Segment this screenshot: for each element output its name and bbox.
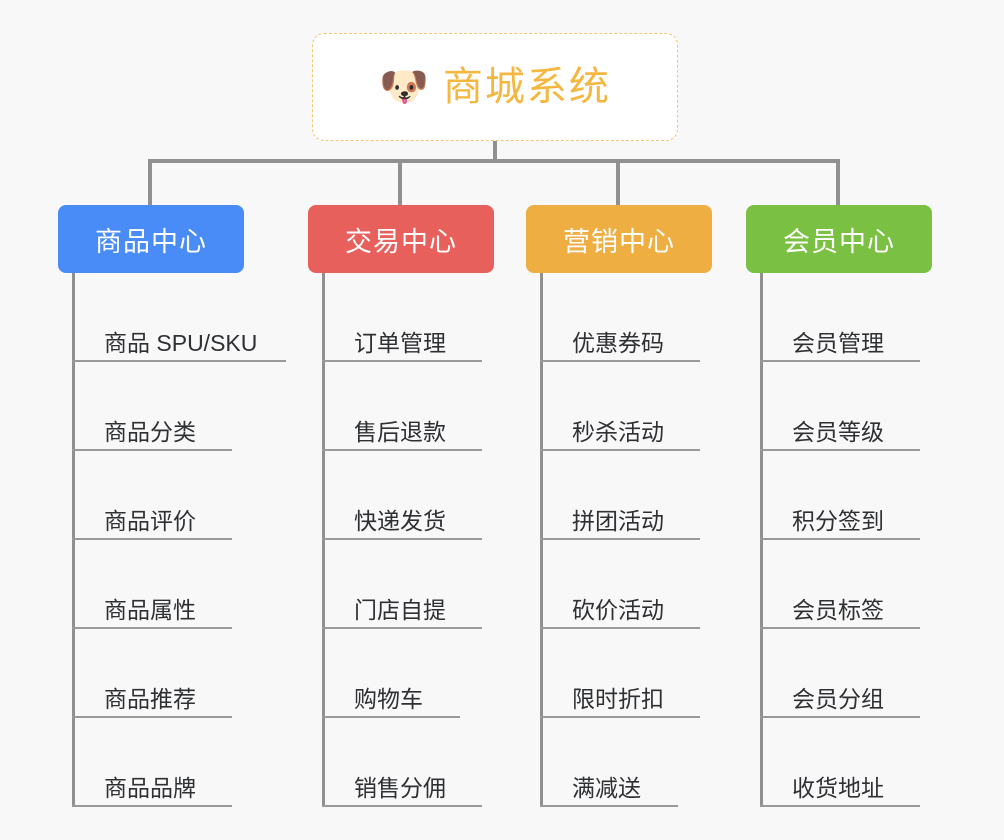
leaf-label: 优惠券码	[572, 329, 664, 356]
leaf-underline	[72, 805, 232, 807]
leaf-underline	[72, 627, 232, 629]
leaf-underline	[540, 449, 700, 451]
branch-header-label: 营销中心	[563, 226, 675, 257]
leaf-label: 门店自提	[354, 596, 446, 623]
shiba-dog-emoji: 🐶	[379, 65, 429, 109]
leaf-label: 商品分类	[104, 418, 196, 445]
leaf-underline	[322, 449, 482, 451]
leaf-item[interactable]: 商品推荐	[72, 629, 244, 718]
leaf-label: 快递发货	[354, 507, 446, 534]
leaf-list-product-center: 商品 SPU/SKU 商品分类 商品评价 商品属性 商品推荐 商品品牌	[72, 273, 286, 807]
branch-header-label: 交易中心	[345, 226, 457, 257]
leaf-item[interactable]: 销售分佣	[322, 718, 494, 807]
leaf-item[interactable]: 购物车	[322, 629, 494, 718]
leaf-underline	[72, 449, 232, 451]
leaf-item[interactable]: 满减送	[540, 718, 712, 807]
branch-header-marketing-center[interactable]: 营销中心	[526, 205, 712, 273]
leaf-list-marketing-center: 优惠券码 秒杀活动 拼团活动 砍价活动 限时折扣 满减送	[540, 273, 712, 807]
leaf-label: 订单管理	[354, 329, 446, 356]
leaf-underline	[540, 805, 678, 807]
leaf-label: 会员等级	[792, 418, 884, 445]
branch-marketing-center: 营销中心 优惠券码 秒杀活动 拼团活动 砍价活动 限时折扣	[526, 205, 712, 807]
leaf-list-member-center: 会员管理 会员等级 积分签到 会员标签 会员分组 收货地址	[760, 273, 932, 807]
branch-header-trade-center[interactable]: 交易中心	[308, 205, 494, 273]
connector-root-stem	[493, 141, 497, 161]
leaf-label: 商品品牌	[104, 774, 196, 801]
leaf-underline	[760, 716, 920, 718]
leaf-item[interactable]: 砍价活动	[540, 540, 712, 629]
leaf-label: 销售分佣	[354, 774, 446, 801]
connector-drop-trade-center	[398, 159, 402, 207]
leaf-label: 商品属性	[104, 596, 196, 623]
leaf-underline	[322, 716, 460, 718]
leaf-item[interactable]: 商品品牌	[72, 718, 244, 807]
branch-header-product-center[interactable]: 商品中心	[58, 205, 244, 273]
root-node-label: 商城系统	[442, 65, 611, 109]
leaf-label: 拼团活动	[572, 507, 664, 534]
leaf-item[interactable]: 快递发货	[322, 451, 494, 540]
leaf-list-trade-center: 订单管理 售后退款 快递发货 门店自提 购物车 销售分佣	[322, 273, 494, 807]
leaf-item[interactable]: 商品属性	[72, 540, 244, 629]
leaf-label: 商品评价	[104, 507, 196, 534]
leaf-underline	[540, 538, 700, 540]
leaf-label: 商品 SPU/SKU	[104, 329, 258, 356]
leaf-label: 会员标签	[792, 596, 884, 623]
leaf-item[interactable]: 积分签到	[760, 451, 932, 540]
leaf-label: 售后退款	[354, 418, 446, 445]
leaf-underline	[540, 360, 700, 362]
leaf-item[interactable]: 拼团活动	[540, 451, 712, 540]
connector-horizontal-bus	[148, 159, 840, 163]
leaf-item[interactable]: 会员等级	[760, 362, 932, 451]
leaf-label: 秒杀活动	[572, 418, 664, 445]
leaf-label: 砍价活动	[572, 596, 664, 623]
leaf-underline	[72, 716, 232, 718]
leaf-underline	[72, 538, 232, 540]
branch-header-label: 会员中心	[783, 226, 895, 257]
connector-drop-product-center	[148, 159, 152, 207]
leaf-item[interactable]: 订单管理	[322, 273, 494, 362]
leaf-item[interactable]: 会员标签	[760, 540, 932, 629]
branch-header-label: 商品中心	[95, 226, 207, 257]
leaf-underline	[322, 805, 482, 807]
leaf-underline	[760, 627, 920, 629]
root-node-mall-system[interactable]: 🐶 商城系统	[312, 33, 678, 141]
leaf-underline	[760, 360, 920, 362]
leaf-item[interactable]: 商品评价	[72, 451, 244, 540]
leaf-item[interactable]: 商品 SPU/SKU	[72, 273, 286, 362]
leaf-label: 会员管理	[792, 329, 884, 356]
branch-member-center: 会员中心 会员管理 会员等级 积分签到 会员标签 会员分组	[746, 205, 932, 807]
leaf-underline	[322, 627, 482, 629]
branch-trade-center: 交易中心 订单管理 售后退款 快递发货 门店自提 购物车	[308, 205, 494, 807]
leaf-item[interactable]: 会员分组	[760, 629, 932, 718]
leaf-underline	[72, 360, 286, 362]
leaf-underline	[760, 538, 920, 540]
connector-drop-member-center	[836, 159, 840, 207]
leaf-label: 购物车	[354, 685, 423, 712]
branch-product-center: 商品中心 商品 SPU/SKU 商品分类 商品评价 商品属性 商品推荐	[58, 205, 286, 807]
leaf-item[interactable]: 售后退款	[322, 362, 494, 451]
leaf-item[interactable]: 限时折扣	[540, 629, 712, 718]
leaf-item[interactable]: 优惠券码	[540, 273, 712, 362]
leaf-item[interactable]: 收货地址	[760, 718, 932, 807]
leaf-item[interactable]: 商品分类	[72, 362, 244, 451]
leaf-label: 会员分组	[792, 685, 884, 712]
leaf-label: 商品推荐	[104, 685, 196, 712]
leaf-item[interactable]: 秒杀活动	[540, 362, 712, 451]
leaf-label: 收货地址	[792, 774, 884, 801]
connector-drop-marketing-center	[616, 159, 620, 207]
leaf-underline	[540, 627, 700, 629]
leaf-underline	[540, 716, 700, 718]
leaf-underline	[322, 538, 482, 540]
leaf-item[interactable]: 会员管理	[760, 273, 932, 362]
leaf-item[interactable]: 门店自提	[322, 540, 494, 629]
leaf-label: 满减送	[572, 774, 641, 801]
leaf-underline	[322, 360, 482, 362]
branch-header-member-center[interactable]: 会员中心	[746, 205, 932, 273]
leaf-label: 限时折扣	[572, 685, 664, 712]
leaf-label: 积分签到	[792, 507, 884, 534]
leaf-underline	[760, 449, 920, 451]
leaf-underline	[760, 805, 920, 807]
